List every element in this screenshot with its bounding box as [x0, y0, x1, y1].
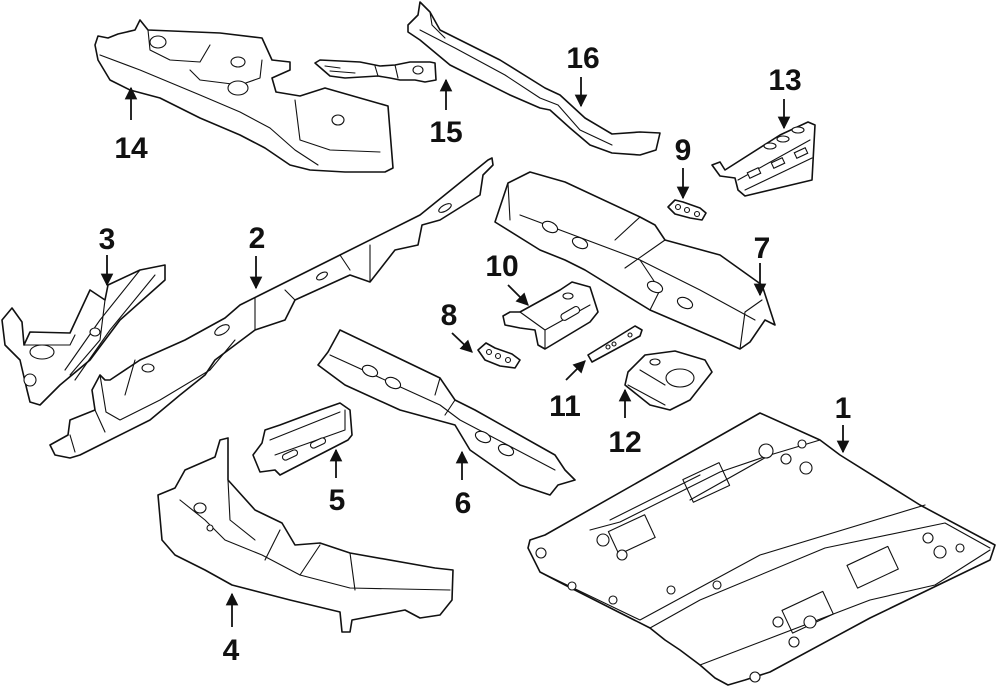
part-13-seat-bracket[interactable]	[711, 121, 816, 197]
part-4-rear-rail-kick-up[interactable]	[157, 437, 454, 633]
callout-5[interactable]: 5	[329, 448, 346, 517]
callout-label-10: 10	[485, 250, 518, 283]
callout-12[interactable]: 12	[608, 388, 642, 459]
callout-8[interactable]: 8	[441, 299, 473, 353]
leader-arrow-11	[565, 360, 586, 381]
callout-label-7: 7	[754, 232, 771, 265]
callout-label-6: 6	[455, 487, 472, 520]
leader-arrow-8	[451, 332, 473, 353]
callout-label-2: 2	[249, 222, 266, 255]
part-8-small-bracket[interactable]	[477, 342, 521, 369]
callout-label-16: 16	[566, 42, 599, 75]
callout-3[interactable]: 3	[99, 223, 116, 287]
callout-label-3: 3	[99, 223, 116, 256]
part-14-dash-extension[interactable]	[94, 19, 394, 173]
callout-label-8: 8	[441, 299, 458, 332]
callout-6[interactable]: 6	[455, 450, 472, 520]
callout-15[interactable]: 15	[429, 78, 463, 149]
leader-arrow-10	[507, 284, 529, 306]
callout-13[interactable]: 13	[768, 64, 802, 130]
callout-label-14: 14	[114, 132, 148, 165]
part-2-side-rail[interactable]	[49, 157, 494, 459]
callout-label-5: 5	[329, 484, 346, 517]
callout-9[interactable]: 9	[675, 134, 692, 200]
part-10-seat-bracket[interactable]	[502, 281, 599, 350]
part-3-front-rail-extension[interactable]	[1, 264, 166, 406]
callout-14[interactable]: 14	[114, 86, 148, 165]
part-12-mount-plate[interactable]	[624, 350, 713, 411]
part-15-small-extension[interactable]	[314, 59, 437, 83]
callout-label-13: 13	[768, 64, 801, 97]
callout-1[interactable]: 1	[835, 392, 852, 454]
part-5-rail-reinforcement[interactable]	[252, 402, 353, 476]
callout-label-12: 12	[608, 426, 641, 459]
callout-label-11: 11	[549, 390, 581, 423]
part-1-floor-pan[interactable]	[527, 412, 996, 686]
callout-label-15: 15	[429, 116, 462, 149]
callout-10[interactable]: 10	[485, 250, 529, 306]
callout-label-4: 4	[223, 634, 240, 667]
callout-7[interactable]: 7	[754, 232, 771, 297]
callout-11[interactable]: 11	[549, 360, 586, 423]
part-16-tunnel-rail[interactable]	[407, 1, 661, 156]
callout-4[interactable]: 4	[223, 592, 240, 667]
callout-2[interactable]: 2	[249, 222, 266, 290]
callout-label-9: 9	[675, 134, 692, 167]
part-7-rear-crossmember[interactable]	[494, 171, 776, 350]
callout-label-1: 1	[835, 392, 852, 425]
part-6-front-crossmember[interactable]	[317, 329, 576, 496]
callout-16[interactable]: 16	[566, 42, 600, 108]
part-9-small-bracket[interactable]	[667, 199, 707, 221]
part-11-reinforcement-strip[interactable]	[587, 325, 643, 363]
